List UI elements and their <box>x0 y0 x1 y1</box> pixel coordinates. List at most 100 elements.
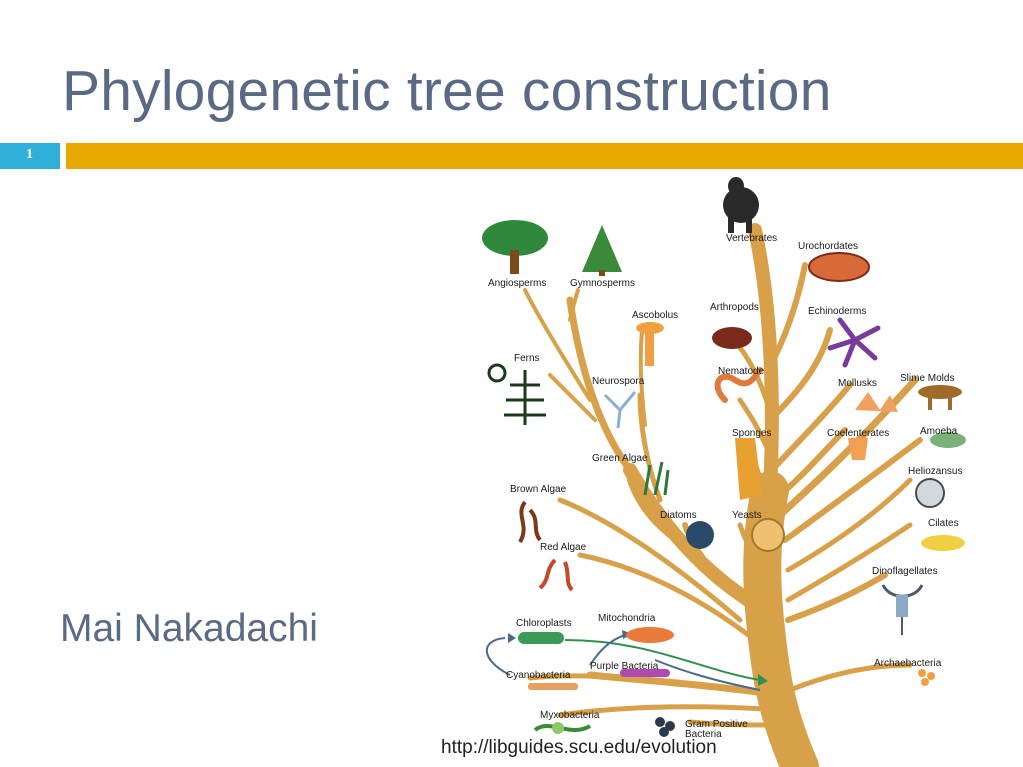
accent-bar <box>66 143 1023 169</box>
branch-brown-algae <box>557 497 743 623</box>
author-name: Mai Nakadachi <box>60 607 318 650</box>
branch-archaebacteria <box>787 662 913 693</box>
amoeba-icon <box>930 432 966 448</box>
branch-ferns <box>548 373 597 422</box>
branch-echinoderms <box>767 327 833 423</box>
slime-mold-icon <box>918 385 962 410</box>
label-mollusks: Mollusks <box>838 378 877 389</box>
organism-pictures <box>482 177 966 737</box>
mitochondrion-icon <box>626 627 674 643</box>
label-nematode: Nematode <box>718 366 765 377</box>
arrow-chloroplasts-to-tree <box>564 639 761 681</box>
sponge-icon <box>735 438 762 500</box>
label-slime-molds: Slime Molds <box>900 373 954 384</box>
gram-positive-icon <box>655 717 675 737</box>
label-archaebacteria: Archaebacteria <box>874 658 942 669</box>
tree-labels: Vertebrates Urochordates Angiosperms Gym… <box>488 233 962 740</box>
arrow-mitochondria <box>654 659 761 691</box>
arrow-purple-bacteria-to-mitochondria <box>589 634 626 666</box>
slide-number-badge: 1 <box>0 143 60 169</box>
arrow-head-chloroplasts <box>508 633 516 643</box>
yeast-icon <box>751 518 785 552</box>
label-gram-positive-line1: Gram Positive <box>685 719 748 730</box>
label-ferns: Ferns <box>514 353 540 364</box>
label-gram-positive-line2: Bacteria <box>685 729 722 740</box>
branch-yeasts <box>737 522 771 593</box>
label-amoeba: Amoeba <box>920 426 958 437</box>
branch-gymnosperms <box>568 288 580 322</box>
label-dinoflagellates: Dinoflagellates <box>872 566 938 577</box>
tree-branches <box>523 223 923 767</box>
insect-icon <box>712 327 752 349</box>
branch-angiosperms <box>523 288 592 402</box>
diatom-icon <box>686 521 714 549</box>
brown-algae-icon <box>518 500 542 544</box>
branch-cilates <box>785 522 913 603</box>
branch-urochordates <box>765 262 808 373</box>
branch-amoeba <box>782 437 923 543</box>
branch-arthropods <box>735 342 771 408</box>
label-ascobolus: Ascobolus <box>632 310 678 321</box>
label-mitochondria: Mitochondria <box>598 613 656 624</box>
label-sponges: Sponges <box>732 428 771 439</box>
label-echinoderms: Echinoderms <box>808 306 866 317</box>
label-myxobacteria: Myxobacteria <box>540 710 600 721</box>
branch-plants <box>566 296 634 474</box>
red-algae-icon <box>538 558 574 592</box>
cyanobacteria-icon <box>528 683 578 690</box>
coelenterate-icon <box>848 438 868 460</box>
myxobacteria-icon <box>533 722 592 734</box>
branch-green-algae <box>627 477 693 553</box>
arrow-cyanobacteria-to-chloroplasts <box>485 637 511 676</box>
neurospora-icon <box>603 391 637 429</box>
ciliate-icon <box>921 535 965 551</box>
slide-title: Phylogenetic tree construction <box>62 59 832 123</box>
label-red-algae: Red Algae <box>540 542 587 553</box>
branch-red-algae <box>577 552 758 643</box>
green-algae-icon <box>643 461 670 496</box>
branch-gram-positive <box>687 719 785 728</box>
branch-slime-molds <box>776 376 919 519</box>
label-angiosperms: Angiosperms <box>488 278 546 289</box>
label-brown-algae: Brown Algae <box>510 484 567 495</box>
label-vertebrates: Vertebrates <box>726 233 777 244</box>
branch-coelenterates <box>770 427 848 503</box>
nematode-icon <box>714 367 763 403</box>
source-citation: http://libguides.scu.edu/evolution <box>441 737 717 758</box>
endosymbiosis-arrows <box>485 630 768 691</box>
phylogenetic-tree-diagram: Vertebrates Urochordates Angiosperms Gym… <box>482 177 966 767</box>
branch-myxobacteria <box>557 704 783 718</box>
fern-icon <box>487 363 546 425</box>
chloroplast-icon <box>518 632 564 644</box>
dinoflagellate-icon <box>881 584 924 635</box>
archaebacteria-icon <box>918 669 935 686</box>
purple-bacteria-icon <box>620 669 670 677</box>
branch-nematode <box>737 397 773 458</box>
starfish-icon <box>827 317 881 368</box>
label-heliozansus: Heliozansus <box>908 466 962 477</box>
branch-dinoflagellates <box>785 572 888 623</box>
label-arthropods: Arthropods <box>710 302 759 313</box>
label-cilates: Cilates <box>928 518 959 529</box>
branch-mollusks <box>769 382 853 473</box>
label-yeasts: Yeasts <box>732 510 762 521</box>
poodle-icon <box>723 177 759 233</box>
label-gymnosperms: Gymnosperms <box>570 278 635 289</box>
label-green-algae: Green Algae <box>592 453 648 464</box>
branch-heliozansus <box>785 477 913 573</box>
conifer-icon <box>582 225 622 276</box>
heliozoan-icon <box>915 478 945 508</box>
label-purple-bacteria: Purple Bacteria <box>590 661 659 672</box>
label-urochordates: Urochordates <box>798 241 858 252</box>
tree-icon <box>482 220 548 274</box>
mollusk-icon <box>855 392 898 412</box>
slide-number: 1 <box>26 147 33 162</box>
label-chloroplasts: Chloroplasts <box>516 618 572 629</box>
label-neurospora: Neurospora <box>592 376 645 387</box>
label-cyanobacteria: Cyanobacteria <box>506 670 571 681</box>
label-coelenterates: Coelenterates <box>827 428 889 439</box>
urochordate-icon <box>808 252 870 282</box>
branch-ascobolus <box>638 328 647 427</box>
branch-cyanobacteria <box>527 673 653 683</box>
mushroom-icon <box>636 322 664 366</box>
